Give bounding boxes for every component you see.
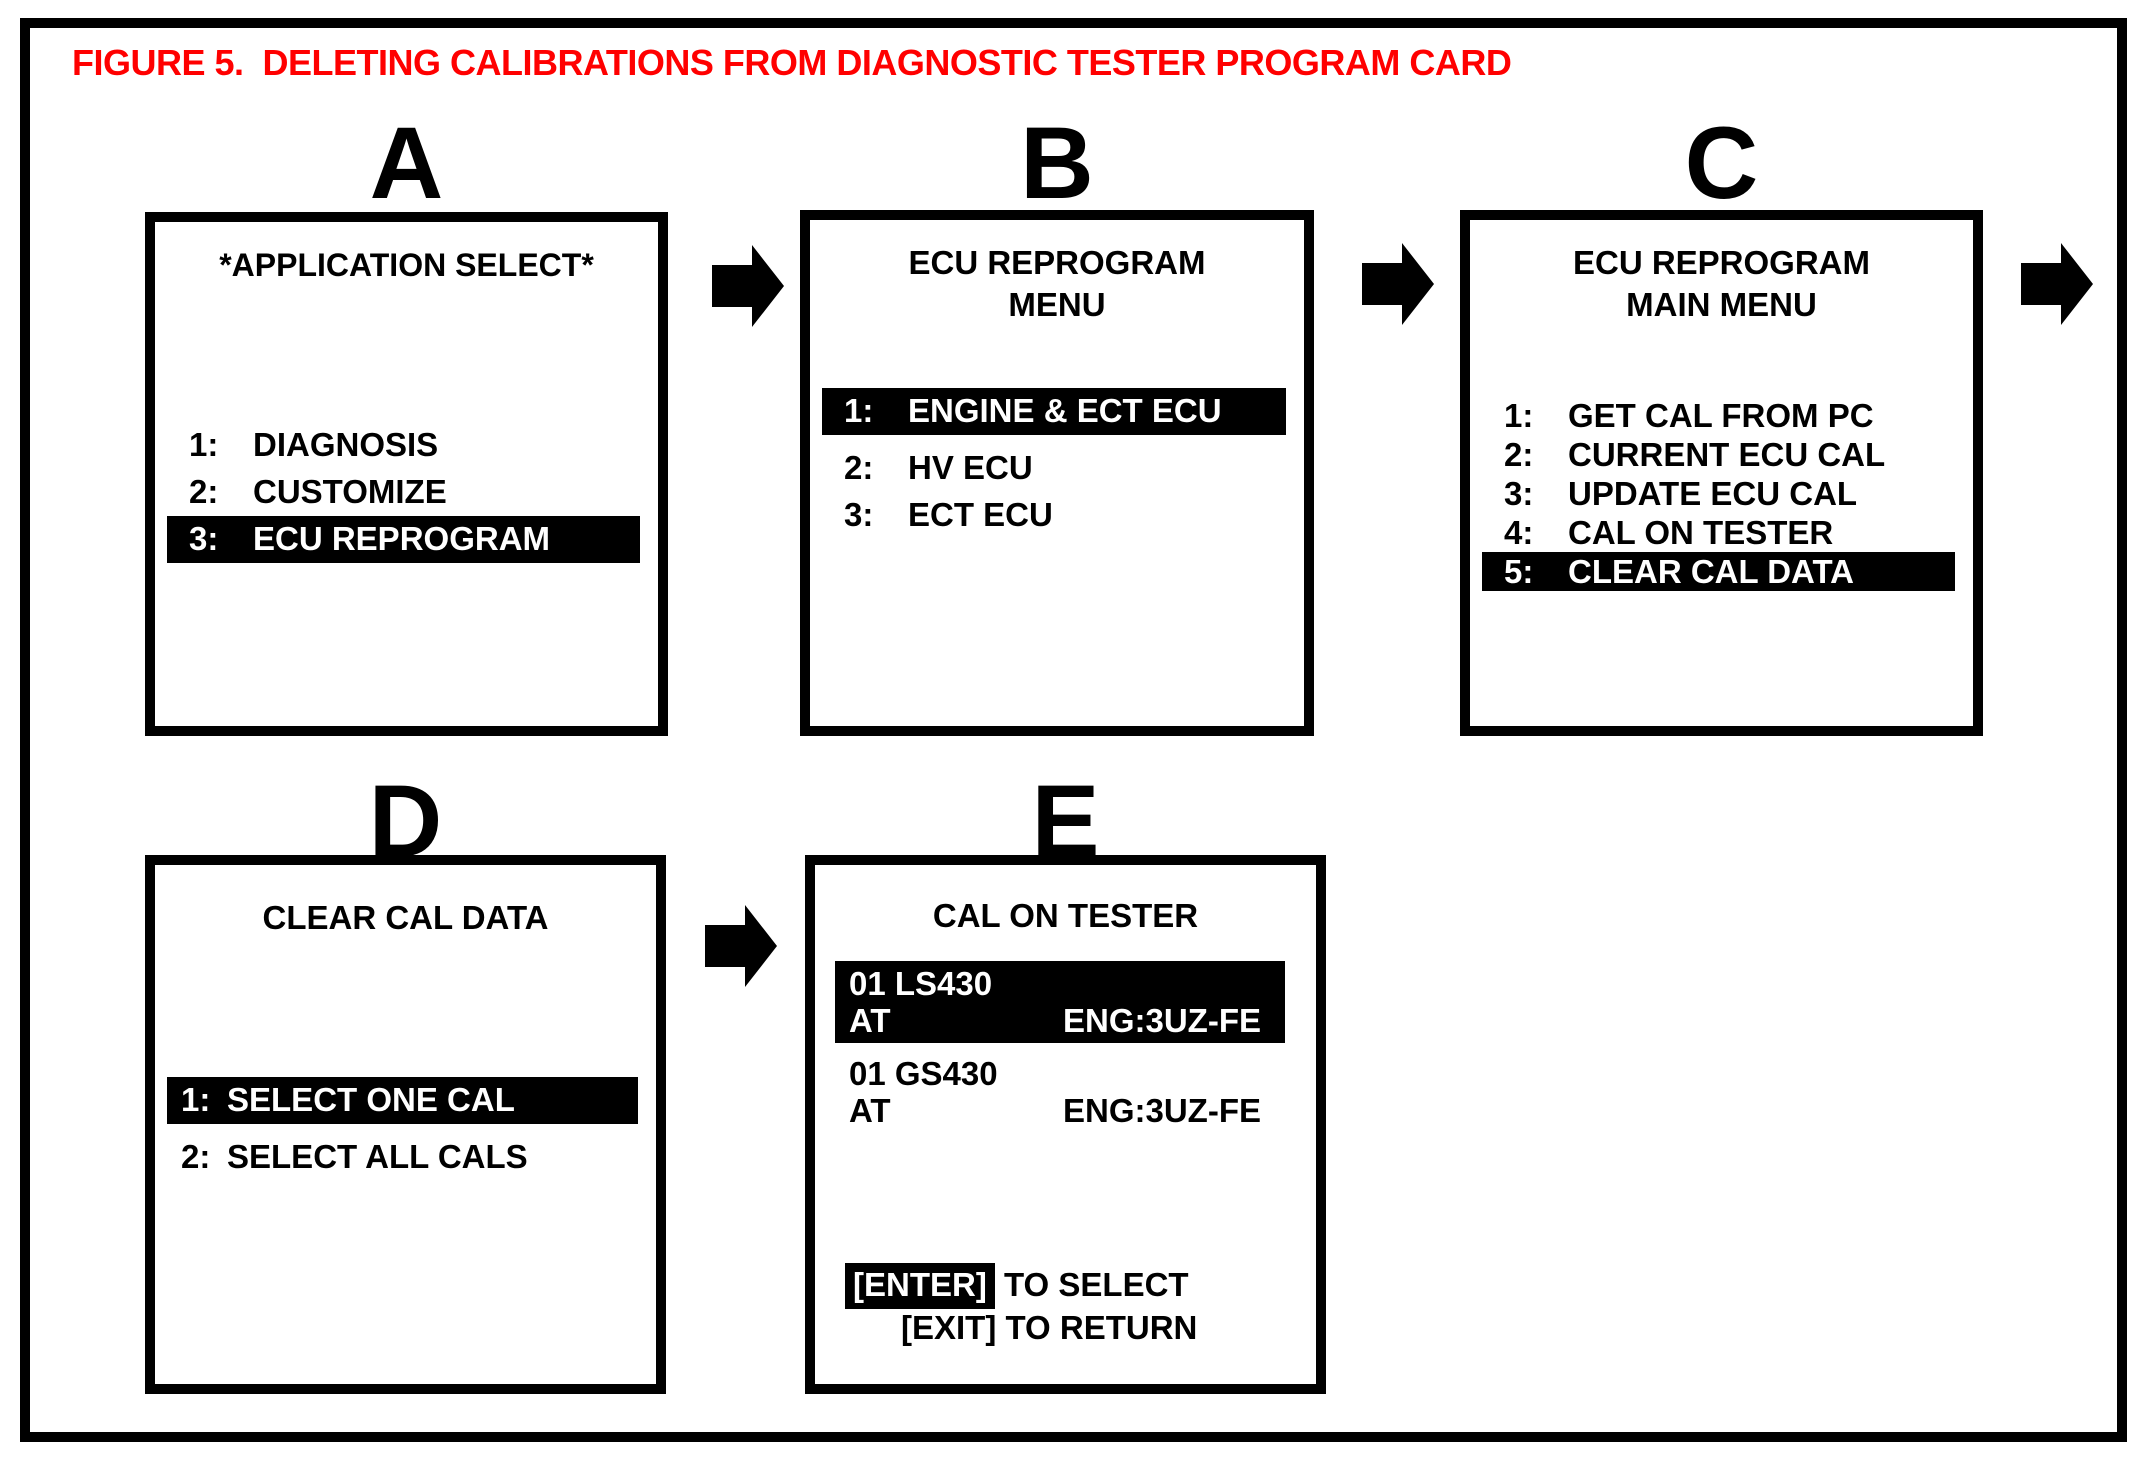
menu-item-label: DIAGNOSIS [253,426,439,463]
menu-item: 2: HV ECU [822,445,1286,492]
menu-item-label: CUSTOMIZE [253,473,447,510]
calibration-transmission: AT [849,1002,891,1039]
menu-item-number: 2: [844,449,874,486]
screen-title: ECU REPROGRAM MAIN MENU [1470,242,1973,326]
flow-arrow-right-icon [712,245,784,327]
menu-item-number: 3: [189,520,219,557]
tester-screen-ecu-reprogram-main-menu: ECU REPROGRAM MAIN MENU 1: GET CAL FROM … [1460,210,1983,736]
screen-title-line: CAL ON TESTER [932,897,1199,934]
menu-list: 1: ENGINE & ECT ECU 2: HV ECU 3: ECT ECU [810,388,1304,539]
menu-list: 1: SELECT ONE CAL 2: SELECT ALL CALS [155,1077,656,1181]
menu-item: 2: CUSTOMIZE [167,469,640,516]
menu-item-label: SELECT ALL CALS [227,1138,528,1175]
flow-arrow-right-icon [705,905,777,987]
menu-item-label: ECU REPROGRAM [253,520,551,557]
calibration-transmission: AT [849,1092,891,1129]
menu-item-number: 2: [181,1138,211,1175]
menu-item: 3: ECT ECU [822,492,1286,539]
menu-item-number: 1: [181,1081,211,1118]
menu-item-number: 1: [189,426,219,463]
menu-item-number: 3: [1504,475,1534,512]
calibration-detail: AT ENG:3UZ-FE [849,1092,1261,1129]
screen-title: CAL ON TESTER [815,895,1316,937]
menu-item-selected: 1: SELECT ONE CAL [167,1077,638,1124]
calibration-model: 01 LS430 [849,965,993,1002]
exit-hint-text: TO RETURN [996,1309,1198,1346]
calibration-engine: ENG:3UZ-FE [1063,1092,1261,1129]
menu-item-label: HV ECU [908,449,1033,486]
menu-item-label: CURRENT ECU CAL [1568,436,1886,473]
screen-title: ECU REPROGRAM MENU [810,242,1304,326]
menu-item-number: 3: [844,496,874,533]
menu-item-label: CLEAR CAL DATA [1568,553,1854,590]
figure-caption: FIGURE 5. DELETING CALIBRATIONS FROM DIA… [72,42,1512,83]
menu-item: 4: CAL ON TESTER [1482,513,1955,552]
menu-item-selected: 1: ENGINE & ECT ECU [822,388,1286,435]
menu-item-number: 1: [844,392,874,429]
screen-footer-hints: [ENTER] TO SELECT [EXIT] TO RETURN [845,1263,1197,1349]
menu-item-selected: 3: ECU REPROGRAM [167,516,640,563]
menu-item: 1: GET CAL FROM PC [1482,396,1955,435]
menu-item-number: 1: [1504,397,1534,434]
menu-item: 2: CURRENT ECU CAL [1482,435,1955,474]
screen-title: *APPLICATION SELECT* [155,244,658,286]
menu-item-label: GET CAL FROM PC [1568,397,1874,434]
screen-title-line: *APPLICATION SELECT* [219,247,594,283]
flow-arrow-right-icon [1362,243,1434,325]
tester-screen-ecu-reprogram-menu: ECU REPROGRAM MENU 1: ENGINE & ECT ECU 2… [800,210,1314,736]
screen-title-line: ECU REPROGRAM [908,244,1206,281]
menu-item-label: ENGINE & ECT ECU [908,392,1222,429]
screen-title-line: ECU REPROGRAM [1572,244,1871,281]
menu-item: 2: SELECT ALL CALS [167,1134,638,1181]
step-label-b: B [1020,106,1094,220]
figure-border [20,18,2127,1442]
menu-item-selected: 5: CLEAR CAL DATA [1482,552,1955,591]
menu-list: 1: DIAGNOSIS 2: CUSTOMIZE 3: ECU REPROGR… [155,422,658,573]
menu-item: 3: UPDATE ECU CAL [1482,474,1955,513]
screen-title: CLEAR CAL DATA [155,897,656,939]
enter-key-label: [ENTER] [845,1263,995,1309]
menu-item-label: UPDATE ECU CAL [1568,475,1858,512]
tester-screen-cal-on-tester: CAL ON TESTER 01 LS430 AT ENG:3UZ-FE 01 … [805,855,1326,1394]
calibration-list: 01 LS430 AT ENG:3UZ-FE 01 GS430 AT ENG:3… [835,961,1285,1141]
exit-key-label: [EXIT] [901,1309,997,1346]
screen-title-line: MAIN MENU [1626,286,1817,323]
flow-arrow-right-icon [2021,243,2093,325]
menu-item-label: SELECT ONE CAL [227,1081,515,1118]
screen-title-line: CLEAR CAL DATA [262,899,549,936]
enter-hint: [ENTER] TO SELECT [845,1263,1197,1309]
menu-item-label: ECT ECU [908,496,1053,533]
menu-item-number: 4: [1504,514,1534,551]
screen-title-line: MENU [1008,286,1106,323]
step-label-a: A [369,106,444,220]
tester-screen-application-select: *APPLICATION SELECT* 1: DIAGNOSIS 2: CUS… [145,212,668,736]
menu-item: 1: DIAGNOSIS [167,422,640,469]
calibration-entry-selected: 01 LS430 AT ENG:3UZ-FE [835,961,1285,1043]
menu-list: 1: GET CAL FROM PC 2: CURRENT ECU CAL 3:… [1470,396,1973,601]
calibration-model: 01 GS430 [849,1055,998,1092]
calibration-engine: ENG:3UZ-FE [1063,1002,1261,1039]
step-label-c: C [1684,106,1759,220]
menu-item-label: CAL ON TESTER [1568,514,1834,551]
enter-hint-text: TO SELECT [994,1266,1189,1303]
menu-item-number: 2: [1504,436,1534,473]
menu-item-number: 2: [189,473,219,510]
menu-item-number: 5: [1504,553,1534,590]
exit-hint: [EXIT] TO RETURN [901,1306,1197,1349]
tester-screen-clear-cal-data: CLEAR CAL DATA 1: SELECT ONE CAL 2: SELE… [145,855,666,1394]
calibration-detail: AT ENG:3UZ-FE [849,1002,1261,1039]
calibration-entry: 01 GS430 AT ENG:3UZ-FE [835,1051,1285,1133]
